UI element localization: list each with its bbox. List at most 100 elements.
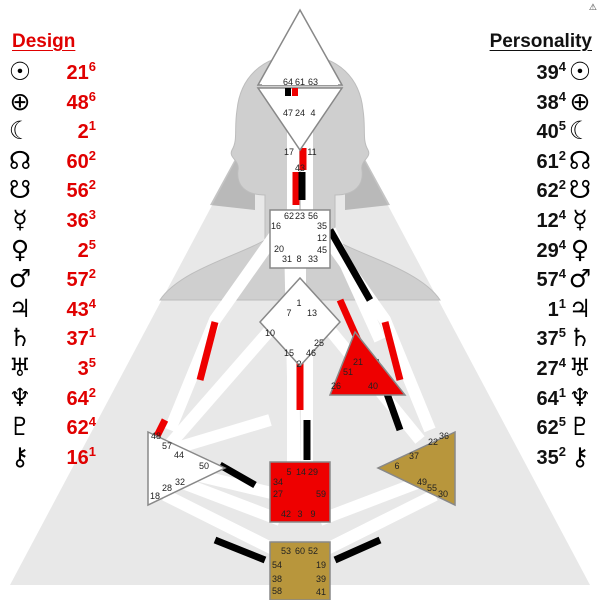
uranus-icon: ♅	[568, 353, 592, 382]
gate-label: 43	[294, 163, 306, 173]
moon-icon: ☾	[8, 116, 32, 146]
personality-row: 352⚷	[474, 441, 594, 471]
gate-label: 17	[283, 147, 295, 157]
design-activation: 572	[34, 266, 96, 292]
gate-label: 61	[294, 77, 306, 87]
personality-row: 622☋	[474, 176, 594, 204]
line-number: 6	[88, 88, 96, 104]
design-activation: 25	[34, 237, 96, 263]
line-number: 1	[88, 118, 96, 134]
corner-logo-icon: ⚠	[588, 2, 597, 12]
chiron-icon: ⚷	[570, 441, 590, 471]
line-number: 2	[88, 147, 96, 163]
personality-activation: 612	[537, 148, 566, 174]
line-number: 3	[88, 207, 96, 222]
sun-icon: ☉	[8, 57, 32, 86]
design-activation: 624	[34, 414, 96, 440]
gate-label: 59	[315, 489, 327, 499]
gate-label: 29	[307, 467, 319, 477]
design-activation: 602	[34, 148, 96, 174]
personality-activation: 622	[537, 177, 566, 203]
gate-label: 26	[330, 381, 342, 391]
gate-label: 27	[272, 489, 284, 499]
line-number: 5	[558, 118, 566, 134]
gate-number: 60	[66, 150, 89, 173]
gate-label: 38	[271, 574, 283, 584]
earth-icon: ⊕	[569, 86, 591, 116]
line-number: 4	[558, 266, 566, 282]
design-activation: 486	[34, 89, 96, 115]
gate-label: 5	[286, 467, 292, 477]
gate-label: 52	[307, 546, 319, 556]
gate-label: 45	[316, 245, 328, 255]
gate-number: 57	[536, 269, 559, 292]
pluto-icon: ♇	[8, 412, 32, 442]
design-row: ⚷161	[6, 442, 116, 471]
uranus-icon: ♅	[8, 353, 32, 382]
gate-label: 7	[286, 308, 292, 318]
moon-icon: ☾	[568, 116, 592, 146]
gate-label: 42	[280, 509, 292, 519]
gate-label: 9	[310, 509, 316, 519]
venus-icon: ♀	[570, 234, 590, 264]
gate-label: 47	[282, 108, 294, 118]
personality-activation: 352	[537, 444, 566, 470]
gate-label: 12	[316, 233, 328, 243]
mercury-icon: ☿	[572, 205, 588, 234]
saturn-icon: ♄	[8, 323, 32, 353]
sun-icon: ☉	[568, 57, 592, 86]
ego-center	[328, 330, 407, 396]
gate-number: 57	[66, 269, 89, 292]
line-number: 4	[88, 295, 96, 311]
solar-plexus-center	[376, 430, 456, 507]
gate-label: 30	[437, 489, 449, 499]
personality-activation: 11	[548, 296, 566, 322]
channel-black-12	[326, 228, 374, 302]
gate-label: 20	[273, 244, 285, 254]
gate-label: 22	[427, 437, 439, 447]
jupiter-icon: ♃	[568, 293, 592, 323]
personality-activation: 274	[537, 355, 566, 381]
gate-number: 35	[536, 446, 559, 469]
channel-red-right	[381, 321, 404, 381]
gate-label: 51	[342, 367, 354, 377]
gate-number: 2	[77, 121, 89, 144]
personality-row: 574♂	[474, 265, 594, 293]
gate-label: 6	[394, 461, 400, 471]
gate-number: 39	[536, 62, 559, 84]
gate-label: 10	[264, 328, 276, 338]
north-node-icon: ☊	[568, 145, 592, 175]
design-activation: 21	[34, 118, 96, 144]
gate-number: 37	[536, 328, 559, 351]
gate-label: 54	[271, 560, 283, 570]
gate-number: 62	[536, 180, 559, 203]
head-center	[256, 8, 344, 86]
line-number: 2	[558, 443, 566, 459]
design-heading: Design	[12, 31, 76, 52]
gate-number: 36	[66, 210, 89, 232]
personality-activation: 124	[537, 207, 566, 233]
channel-left-throat	[164, 224, 285, 433]
south-node-icon: ☋	[8, 175, 32, 205]
design-activation: 216	[34, 59, 96, 85]
personality-activation: 574	[537, 266, 566, 292]
gate-label: 50	[198, 461, 210, 471]
personality-activation: 625	[537, 414, 566, 440]
gate-label: 53	[280, 546, 292, 556]
gate-number: 48	[66, 91, 89, 114]
design-activation: 35	[34, 355, 96, 381]
gate-number: 40	[536, 121, 559, 144]
gate-label: 13	[306, 308, 318, 318]
design-activation: 161	[34, 444, 96, 470]
south-node-icon: ☋	[568, 175, 592, 205]
earth-icon: ⊕	[9, 86, 31, 116]
personality-activation: 384	[537, 89, 566, 115]
line-number: 5	[558, 414, 566, 430]
gate-label: 2	[296, 359, 302, 369]
gate-label: 36	[438, 431, 450, 441]
gate-label: 40	[367, 381, 379, 391]
gate-label: 15	[283, 348, 295, 358]
personality-activation: 641	[537, 385, 566, 411]
design-row: ☾21	[6, 117, 116, 145]
personality-row: 405☾	[474, 117, 594, 145]
